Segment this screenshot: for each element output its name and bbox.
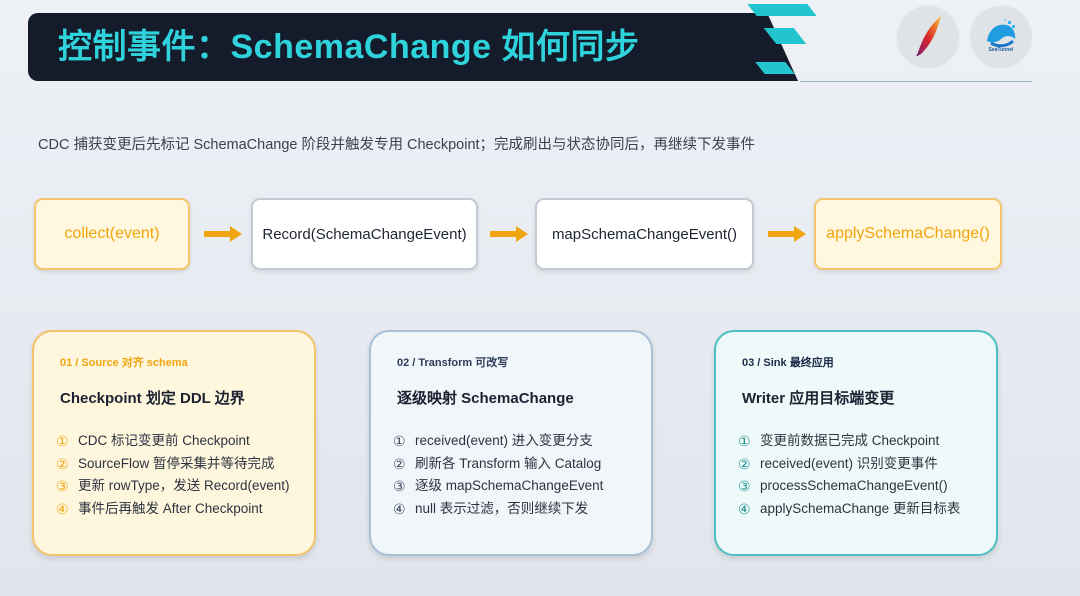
flow-step-record: Record(SchemaChangeEvent) — [251, 198, 478, 270]
card-step-list: ① CDC 标记变更前 Checkpoint ② SourceFlow 暂停采集并等… — [56, 430, 314, 520]
list-item: ④ 事件后再触发 After Checkpoint — [56, 498, 314, 521]
step-number: ② — [393, 455, 406, 472]
card-tag: 02 / Transform 可改写 — [397, 357, 509, 369]
step-number: ① — [56, 433, 69, 449]
list-item: ① received(event) 进入变更分支 — [393, 430, 651, 453]
step-text: 刷新各 Transform 输入 Catalog — [415, 455, 602, 471]
flow-arrow-icon — [768, 226, 806, 242]
step-number: ① — [393, 433, 406, 449]
apache-feather-icon — [898, 6, 958, 66]
step-number: ③ — [393, 478, 406, 494]
step-number: ① — [738, 433, 751, 449]
card-title: Writer 应用目标端变更 — [742, 390, 895, 407]
card-source: 01 / Source 对齐 schema Checkpoint 划定 DDL … — [32, 330, 316, 556]
step-number: ④ — [56, 500, 69, 517]
list-item: ③ 更新 rowType，发送 Record(event) — [56, 475, 314, 498]
list-item: ④ null 表示过滤，否则继续下发 — [393, 498, 651, 521]
flow-step-collect: collect(event) — [34, 198, 190, 270]
list-item: ① CDC 标记变更前 Checkpoint — [56, 430, 314, 453]
step-number: ④ — [738, 500, 751, 517]
step-text: 逐级 mapSchemaChangeEvent — [415, 478, 604, 493]
banner-divider — [800, 81, 1032, 82]
card-title: 逐级映射 SchemaChange — [397, 390, 574, 407]
step-number: ③ — [738, 478, 751, 494]
step-number: ② — [738, 455, 751, 472]
card-transform: 02 / Transform 可改写 逐级映射 SchemaChange ① re… — [369, 330, 653, 556]
flow-arrow-icon — [204, 226, 242, 242]
list-item: ② SourceFlow 暂停采集并等待完成 — [56, 453, 314, 476]
step-number: ③ — [56, 478, 69, 494]
step-text: 变更前数据已完成 Checkpoint — [760, 433, 940, 448]
card-sink: 03 / Sink 最终应用 Writer 应用目标端变更 ① 变更前数据已完成 … — [714, 330, 998, 556]
card-tag: 03 / Sink 最终应用 — [742, 357, 834, 369]
list-item: ② received(event) 识别变更事件 — [738, 453, 996, 476]
card-step-list: ① received(event) 进入变更分支 ② 刷新各 Transform 输… — [393, 430, 651, 520]
seatunnel-icon: SeaTunnel — [971, 6, 1031, 66]
list-item: ③ processSchemaChangeEvent() — [738, 475, 996, 498]
step-text: applySchemaChange 更新目标表 — [760, 500, 961, 516]
subtitle: CDC 捕获变更后先标记 SchemaChange 阶段并触发专用 Checkp… — [38, 137, 756, 153]
list-item: ③ 逐级 mapSchemaChangeEvent — [393, 475, 651, 498]
step-text: processSchemaChangeEvent() — [760, 478, 948, 493]
step-text: received(event) 识别变更事件 — [760, 455, 938, 471]
flow-arrow-icon — [490, 226, 528, 242]
list-item: ④ applySchemaChange 更新目标表 — [738, 498, 996, 521]
step-number: ② — [56, 455, 69, 472]
seatunnel-caption: SeaTunnel — [988, 47, 1014, 53]
list-item: ① 变更前数据已完成 Checkpoint — [738, 430, 996, 453]
flow-step-apply: applySchemaChange() — [814, 198, 1002, 270]
step-text: 更新 rowType，发送 Record(event) — [78, 478, 290, 493]
card-title: Checkpoint 划定 DDL 边界 — [60, 390, 245, 407]
step-text: null 表示过滤，否则继续下发 — [415, 500, 589, 516]
page-title: 控制事件：SchemaChange 如何同步 — [58, 28, 640, 66]
step-text: 事件后再触发 After Checkpoint — [78, 500, 263, 516]
list-item: ② 刷新各 Transform 输入 Catalog — [393, 453, 651, 476]
flow-step-map: mapSchemaChangeEvent() — [535, 198, 754, 270]
card-tag: 01 / Source 对齐 schema — [60, 357, 188, 369]
card-step-list: ① 变更前数据已完成 Checkpoint ② received(event) 识别… — [738, 430, 996, 520]
step-text: SourceFlow 暂停采集并等待完成 — [78, 455, 275, 471]
step-text: CDC 标记变更前 Checkpoint — [78, 433, 250, 448]
title-banner — [28, 13, 798, 81]
step-text: received(event) 进入变更分支 — [415, 433, 593, 448]
banner-accent-stripe — [747, 4, 817, 16]
step-number: ④ — [393, 500, 406, 517]
